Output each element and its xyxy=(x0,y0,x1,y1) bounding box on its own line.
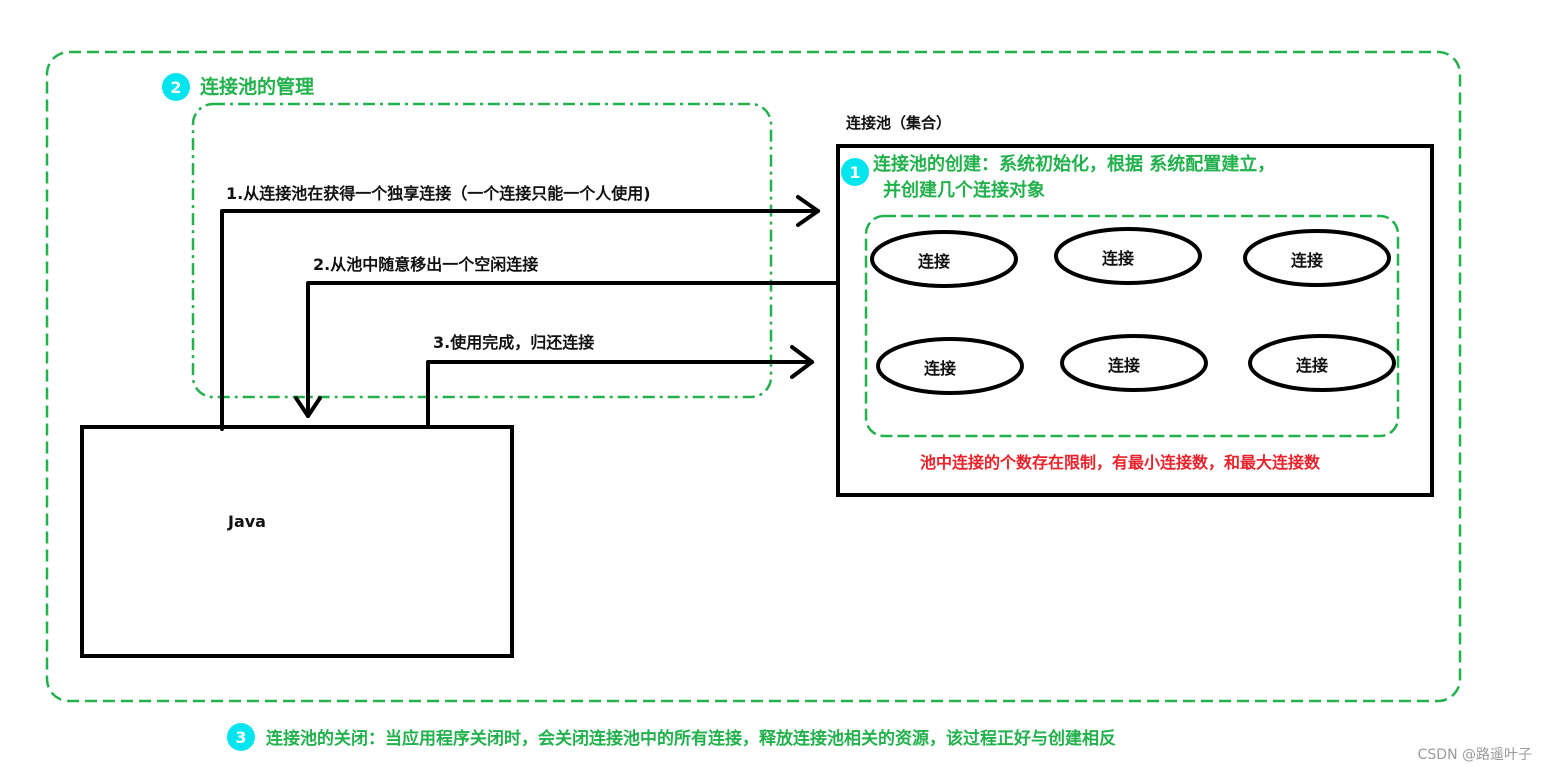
connection-label: 连接 xyxy=(924,359,956,378)
closing-badge-number: 3 xyxy=(235,728,246,747)
management-badge-number: 2 xyxy=(170,78,181,97)
connection-item: 连接 xyxy=(1243,229,1391,287)
management-title: 连接池的管理 xyxy=(200,75,314,98)
connection-label: 连接 xyxy=(1108,356,1140,375)
java-app-label: Java xyxy=(227,512,266,531)
connection-pool-box xyxy=(836,144,1434,497)
creation-badge-number: 1 xyxy=(849,163,860,182)
connections-group-boundary xyxy=(864,214,1400,438)
step1-label: 1.从连接池在获得一个独享连接（一个连接只能一个人使用) xyxy=(226,184,651,203)
connection-item: 连接 xyxy=(1248,334,1396,392)
step2-arrow xyxy=(294,281,840,418)
connection-label: 连接 xyxy=(1102,249,1134,268)
creation-text-line2: 并创建几个连接对象 xyxy=(883,179,1045,201)
watermark: CSDN @路遥叶子 xyxy=(1418,747,1532,763)
connection-item: 连接 xyxy=(870,230,1018,288)
closing-text: 连接池的关闭：当应用程序关闭时，会关闭连接池中的所有连接，释放连接池相关的资源，… xyxy=(266,728,1116,749)
connection-label: 连接 xyxy=(1296,356,1328,375)
connection-label: 连接 xyxy=(1291,251,1323,270)
step1-arrow xyxy=(220,195,820,431)
creation-text-line1: 连接池的创建：系统初始化，根据 系统配置建立， xyxy=(873,153,1275,175)
closing-badge: 3 xyxy=(227,723,255,751)
step2-label: 2.从池中随意移出一个空闲连接 xyxy=(313,255,538,274)
connection-item: 连接 xyxy=(1054,227,1202,285)
step3-label: 3.使用完成，归还连接 xyxy=(433,333,594,352)
outer-boundary xyxy=(45,50,1462,703)
management-boundary xyxy=(191,102,773,399)
pool-label: 连接池（集合） xyxy=(846,114,951,132)
java-app-box xyxy=(80,425,514,658)
connection-label: 连接 xyxy=(918,252,950,271)
management-badge: 2 xyxy=(162,73,190,101)
creation-badge: 1 xyxy=(841,158,869,186)
connection-item: 连接 xyxy=(1060,334,1208,392)
pool-limit-note: 池中连接的个数存在限制，有最小连接数，和最大连接数 xyxy=(920,453,1321,472)
connection-item: 连接 xyxy=(876,337,1024,395)
step3-arrow xyxy=(426,345,814,429)
